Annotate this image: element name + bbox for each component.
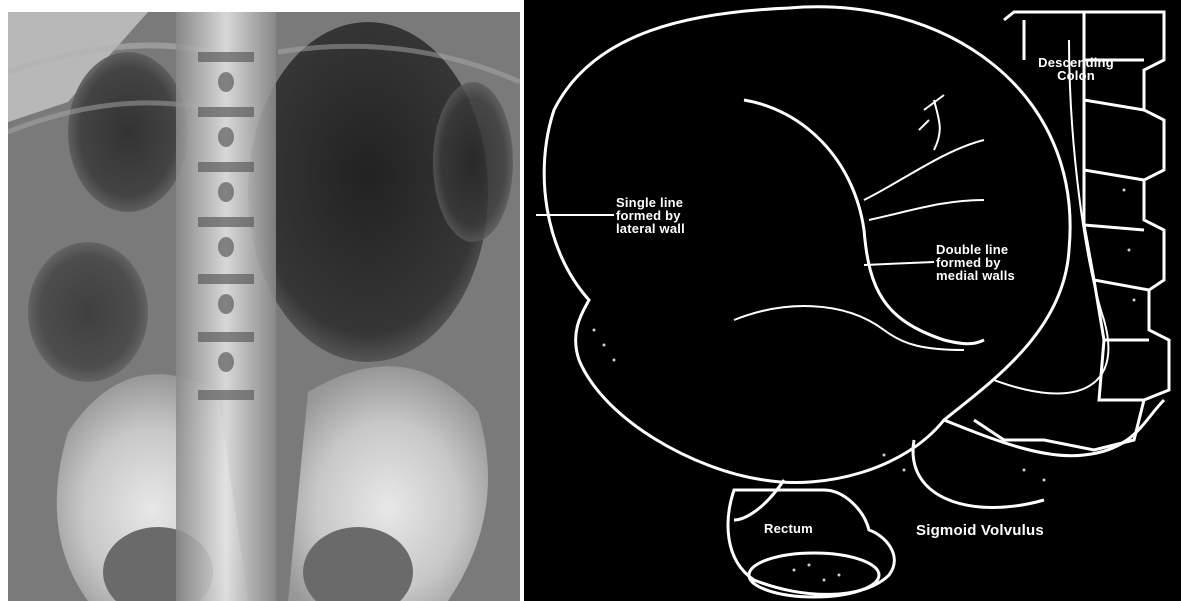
sigmoid-volvulus-diagram: Descending Colon Single line formed by l…	[524, 0, 1181, 601]
rectum-outline	[728, 490, 894, 594]
abdominal-xray-image	[8, 12, 520, 601]
descending-colon-label: Descending Colon	[1020, 56, 1132, 82]
diagram-graphic	[524, 0, 1181, 601]
double-line-label: Double line formed by medial walls	[936, 243, 1015, 282]
xray-graphic	[8, 12, 520, 601]
double-line-leader	[864, 262, 934, 265]
diagram-title: Sigmoid Volvulus	[916, 524, 1044, 537]
single-line-label: Single line formed by lateral wall	[616, 196, 685, 235]
rectum-label: Rectum	[764, 522, 813, 535]
